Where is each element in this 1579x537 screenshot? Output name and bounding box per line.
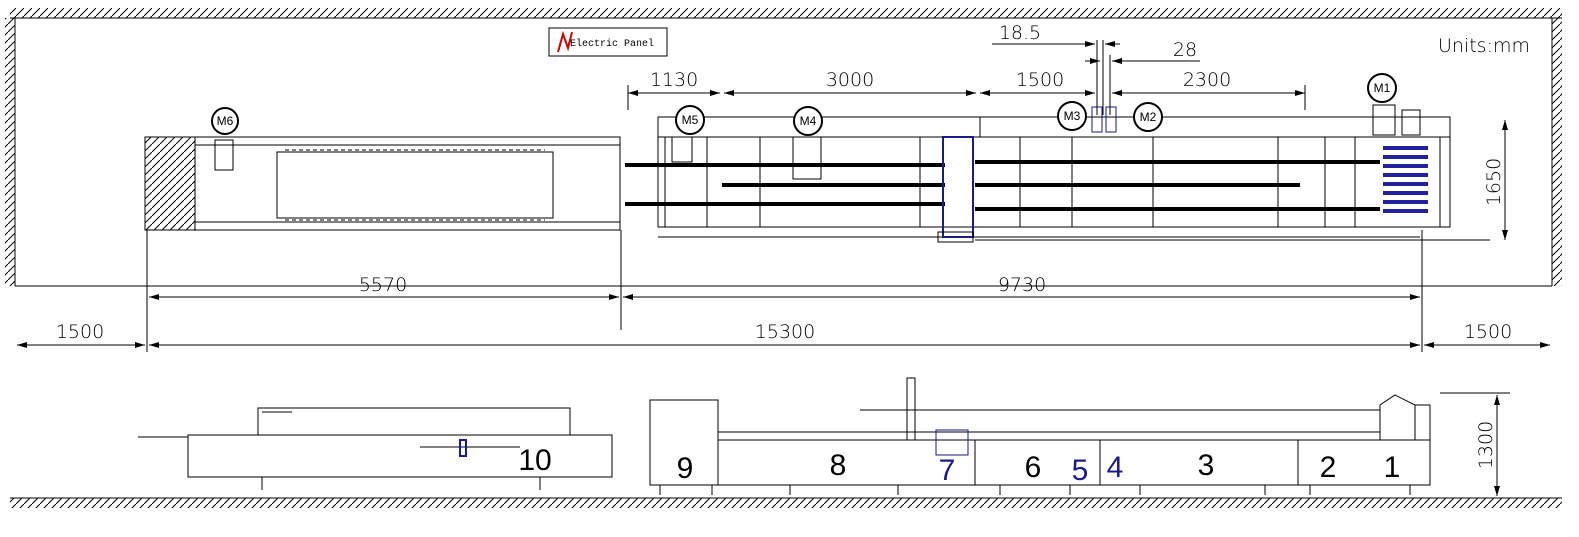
svg-text:18.5: 18.5 <box>999 22 1041 44</box>
electric-panel-label: Electric Panel <box>548 27 668 57</box>
svg-text:2300: 2300 <box>1183 69 1231 91</box>
svg-text:M3: M3 <box>1064 109 1081 123</box>
svg-text:5: 5 <box>1072 454 1089 487</box>
room-boundary <box>5 8 1562 508</box>
svg-text:Electric Panel: Electric Panel <box>570 38 654 50</box>
motor-m1: M1 <box>1367 73 1397 103</box>
svg-text:4: 4 <box>1107 451 1124 484</box>
motor-m5: M5 <box>675 105 705 135</box>
svg-text:M5: M5 <box>682 113 699 127</box>
svg-text:M6: M6 <box>217 114 234 128</box>
svg-text:15300: 15300 <box>755 321 815 343</box>
lightning-icon <box>557 30 573 53</box>
svg-text:M2: M2 <box>1140 110 1157 124</box>
svg-text:7: 7 <box>939 454 956 487</box>
svg-text:9730: 9730 <box>998 274 1046 296</box>
svg-text:10: 10 <box>518 444 551 477</box>
overall-dimensions: 5570 9730 1500 15300 1500 <box>17 230 1550 352</box>
svg-text:M1: M1 <box>1374 81 1391 95</box>
svg-text:6: 6 <box>1025 451 1042 484</box>
top-dimensions: 1130 3000 1500 2300 18.5 28 1650 <box>627 22 1508 240</box>
height-dimension: 1300 <box>1440 392 1510 496</box>
svg-text:5570: 5570 <box>359 274 407 296</box>
svg-text:1300: 1300 <box>1475 421 1497 469</box>
svg-text:9: 9 <box>677 452 694 485</box>
svg-text:1500: 1500 <box>56 321 104 343</box>
units-label: Units:mm <box>1438 35 1530 57</box>
section-numbers: 1 2 3 4 5 6 7 8 9 10 <box>518 444 1400 487</box>
motor-m4: M4 <box>793 106 823 136</box>
motor-m3: M3 <box>1057 101 1087 131</box>
feeder-side-view <box>138 407 613 490</box>
motor-m6: M6 <box>211 107 239 135</box>
svg-text:3: 3 <box>1198 449 1215 482</box>
svg-text:8: 8 <box>830 449 847 482</box>
svg-text:1500: 1500 <box>1016 69 1064 91</box>
svg-text:1130: 1130 <box>650 69 698 91</box>
feeder-top-view <box>144 136 621 231</box>
svg-text:M4: M4 <box>800 114 817 128</box>
svg-text:28: 28 <box>1173 39 1197 61</box>
folder-gluer-side-view <box>649 377 1431 495</box>
svg-text:3000: 3000 <box>826 69 874 91</box>
folder-gluer-top-view <box>625 104 1490 243</box>
svg-text:1650: 1650 <box>1483 158 1505 206</box>
svg-text:1: 1 <box>1384 451 1401 484</box>
motor-m2: M2 <box>1133 102 1163 132</box>
svg-text:1500: 1500 <box>1464 321 1512 343</box>
svg-text:2: 2 <box>1320 451 1337 484</box>
